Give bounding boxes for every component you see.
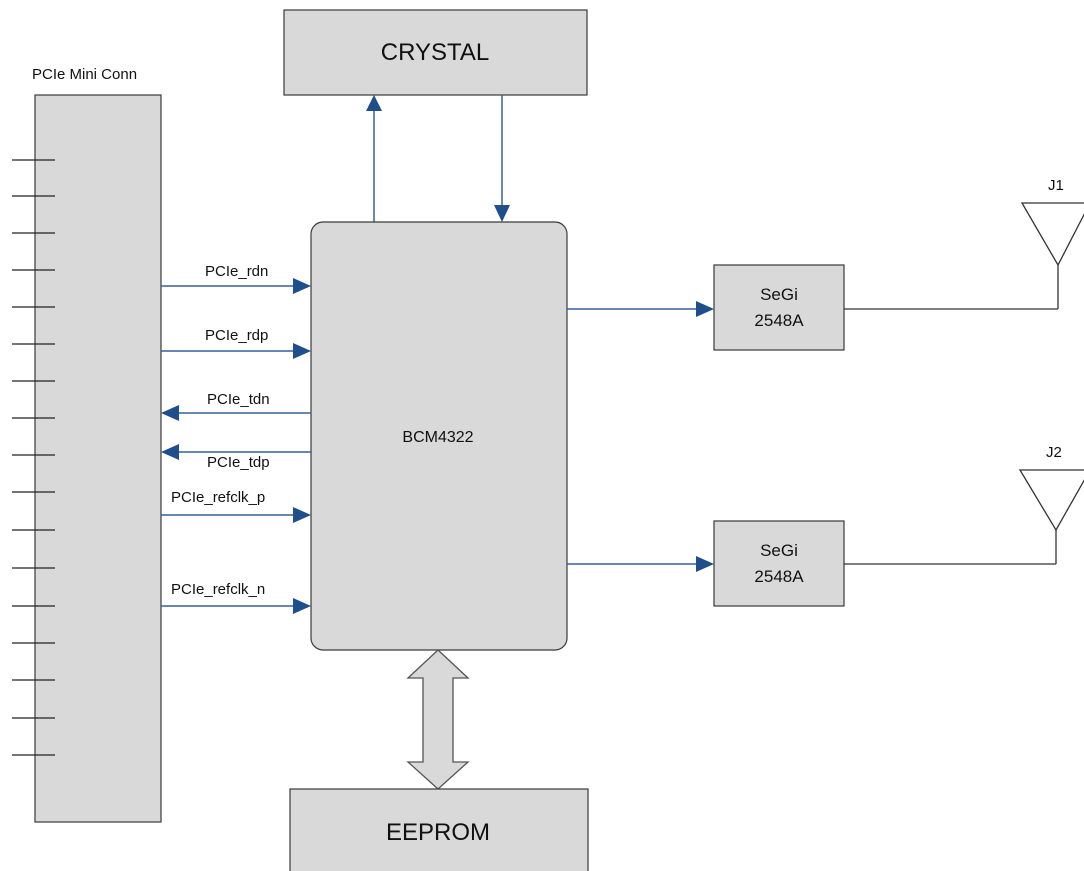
crystal-label: CRYSTAL [381,39,489,66]
signal-label: PCIe_rdn [205,263,268,280]
eeprom-bus-double-arrow [406,649,470,790]
signal-label: PCIe_rdp [205,327,268,344]
bcm4322-chip [310,221,568,651]
pcie-signal-refclk-p: PCIe_refclk_p [161,489,311,523]
arrowhead-right [293,507,311,523]
connector-label: PCIe Mini Conn [32,66,137,83]
arrowhead-left [161,444,179,460]
crystal-down-arrowhead [494,205,510,222]
soc-label: BCM4322 [402,429,473,446]
eeprom-label: EEPROM [386,819,490,846]
arrowhead-left [161,405,179,421]
antenna-1-label: J1 [1048,177,1064,194]
rf-path-2-arrowhead [696,556,714,572]
segi-module-2-line2: 2548A [754,567,804,586]
segi-module-1-line1: SeGi [760,285,798,304]
pcie-signal-tdn: PCIe_tdn [161,391,311,421]
pcie-mini-connector [34,94,162,823]
antenna-2-icon [1018,469,1084,532]
segi-module-1 [713,264,845,351]
connector-pins [12,159,55,756]
signal-label: PCIe_refclk_n [171,581,265,598]
antenna-1-icon [1020,202,1084,267]
segi-module-2 [713,520,845,607]
segi-module-2-line1: SeGi [760,541,798,560]
eeprom-block [289,788,589,871]
pcie-signal-refclk-n: PCIe_refclk_n [161,581,311,614]
antenna-2-label: J2 [1046,444,1062,461]
crystal-up-arrowhead [366,95,382,111]
signal-label: PCIe_tdn [207,391,270,408]
arrowhead-right [293,343,311,359]
pcie-signal-rdn: PCIe_rdn [161,263,311,294]
rf-path-1-arrowhead [696,301,714,317]
pcie-signal-rdp: PCIe_rdp [161,327,311,359]
arrowhead-right [293,278,311,294]
pcie-signal-tdp: PCIe_tdp [161,444,311,471]
signal-label: PCIe_tdp [207,454,270,471]
crystal-block [283,9,588,96]
signal-label: PCIe_refclk_p [171,489,265,506]
segi-module-1-line2: 2548A [754,311,804,330]
arrowhead-right [293,598,311,614]
